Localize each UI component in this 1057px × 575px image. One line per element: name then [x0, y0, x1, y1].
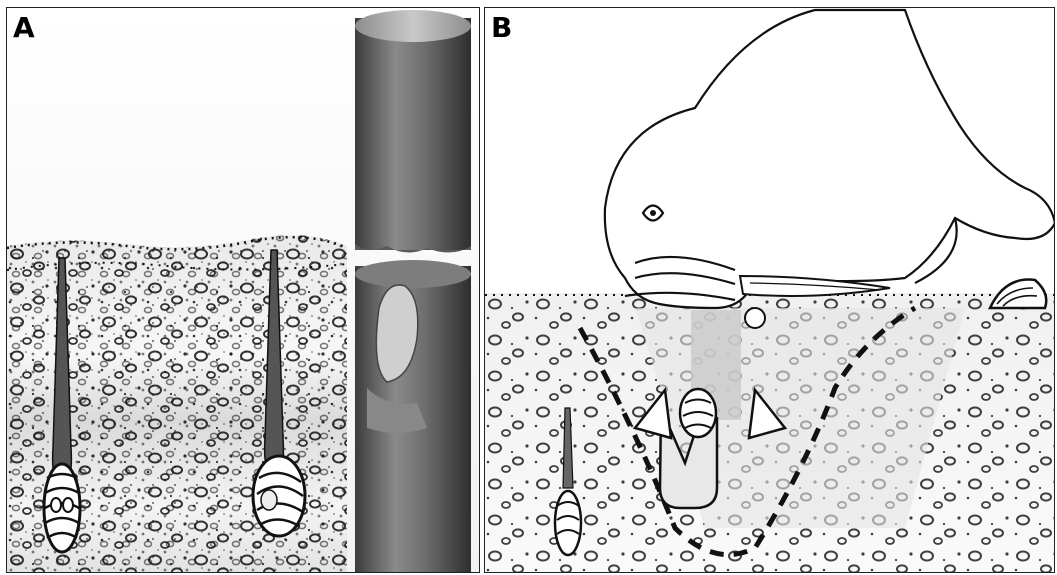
- panel-b: B: [484, 7, 1055, 573]
- sediment-core-upper: [355, 10, 471, 253]
- panel-a-illustration: [7, 8, 480, 573]
- panel-a-label: A: [13, 14, 35, 42]
- clam-pit: [680, 389, 716, 437]
- sediment-core-lower: [355, 260, 471, 573]
- walrus: [605, 10, 1055, 308]
- panel-a: A: [6, 7, 480, 573]
- panel-b-illustration: [485, 8, 1055, 573]
- panel-b-label: B: [491, 14, 512, 42]
- discarded-shell: [990, 280, 1046, 308]
